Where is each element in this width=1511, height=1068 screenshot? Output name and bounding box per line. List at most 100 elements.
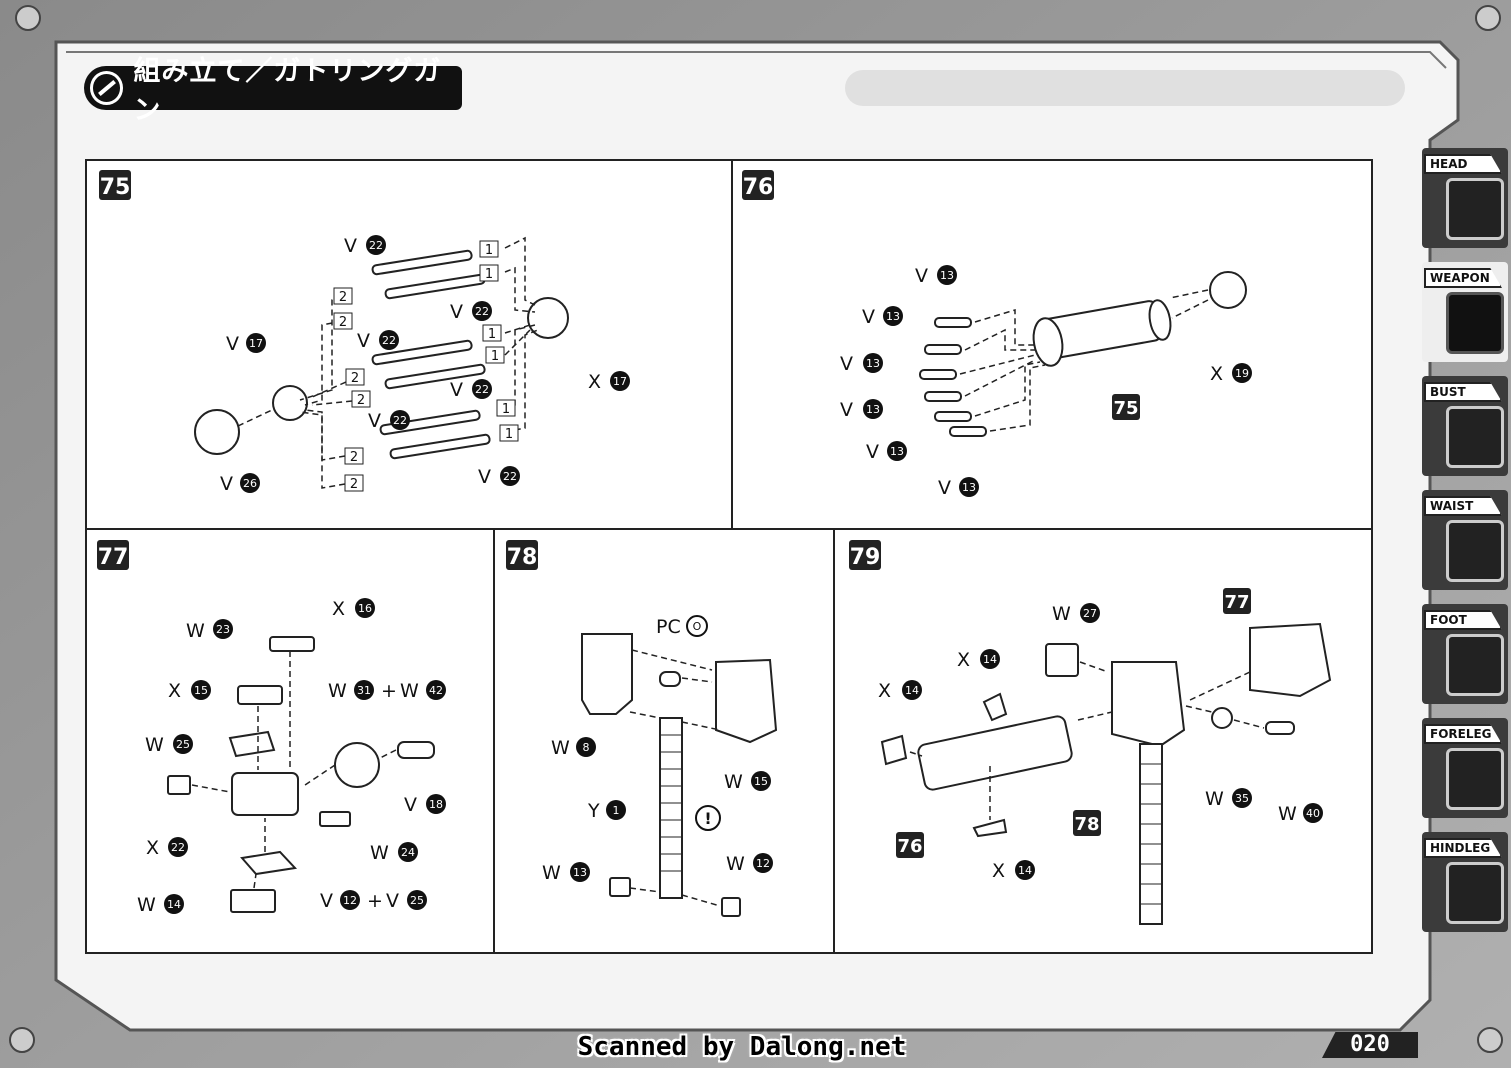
svg-text:W: W	[551, 737, 570, 759]
svg-text:22: 22	[369, 239, 383, 252]
svg-text:X: X	[168, 680, 181, 702]
svg-text:2: 2	[357, 393, 365, 408]
tab-weapon[interactable]: WEAPON	[1422, 262, 1508, 362]
svg-text:V: V	[862, 306, 875, 328]
svg-text:2: 2	[350, 477, 358, 492]
svg-text:22: 22	[503, 470, 517, 483]
step-78: 78 ! PC O W 8	[506, 540, 778, 917]
sidebar-nav: HEAD WEAPON BUST WAIST FOOT FORELEG HIND…	[1414, 142, 1511, 942]
svg-text:40: 40	[1306, 807, 1320, 820]
svg-text:V: V	[450, 301, 463, 323]
step-number: 75	[100, 175, 131, 200]
svg-text:V: V	[344, 235, 357, 257]
feed-unit-part	[1249, 622, 1332, 698]
svg-text:V: V	[226, 333, 239, 355]
svg-text:W: W	[726, 853, 745, 875]
bust-icon	[1446, 406, 1504, 468]
svg-text:V: V	[357, 330, 370, 352]
svg-text:13: 13	[940, 269, 954, 282]
tab-waist[interactable]: WAIST	[1422, 490, 1508, 590]
svg-text:V: V	[320, 890, 333, 912]
svg-text:13: 13	[890, 445, 904, 458]
svg-text:Y: Y	[587, 800, 600, 822]
svg-text:X: X	[588, 371, 601, 393]
svg-text:W: W	[1052, 603, 1071, 625]
step-77: 77 W 23 X 16 X 15	[97, 540, 446, 916]
svg-text:24: 24	[401, 846, 415, 859]
svg-text:O: O	[693, 620, 702, 633]
step-ref: 78	[1074, 814, 1099, 835]
svg-text:25: 25	[176, 738, 190, 751]
wrench-icon	[90, 71, 124, 105]
tab-label: WAIST	[1424, 496, 1502, 516]
svg-text:16: 16	[358, 602, 372, 615]
svg-text:12: 12	[343, 894, 357, 907]
svg-text:X: X	[1210, 363, 1223, 385]
corner-bolt-icon	[15, 5, 41, 31]
tab-foreleg[interactable]: FORELEG	[1422, 718, 1508, 818]
svg-text:V: V	[220, 473, 233, 495]
svg-text:V: V	[840, 399, 853, 421]
svg-text:X: X	[992, 860, 1005, 882]
svg-text:V: V	[368, 410, 381, 432]
svg-text:14: 14	[983, 653, 997, 666]
step-ref: 75	[1113, 398, 1138, 419]
svg-text:1: 1	[505, 427, 513, 442]
svg-text:22: 22	[475, 305, 489, 318]
barrel-end-part	[527, 297, 569, 339]
scan-credit: Scanned by Dalong.net	[577, 1032, 907, 1062]
step-number: 77	[98, 545, 129, 570]
corner-bolt-icon	[1477, 1027, 1503, 1053]
svg-text:V: V	[915, 265, 928, 287]
svg-text:17: 17	[249, 337, 263, 350]
svg-text:W: W	[370, 842, 389, 864]
tab-label: BUST	[1424, 382, 1502, 402]
barrel-plate-part	[194, 409, 240, 455]
svg-text:22: 22	[382, 334, 396, 347]
svg-text:14: 14	[905, 684, 919, 697]
svg-text:W: W	[1205, 788, 1224, 810]
feed-housing-left-part	[581, 633, 633, 715]
svg-text:1: 1	[491, 349, 499, 364]
svg-text:W: W	[724, 771, 743, 793]
svg-text:+: +	[381, 680, 397, 702]
step-ref: 77	[1224, 592, 1249, 613]
svg-text:PC: PC	[656, 616, 681, 638]
section-title-bar: 組み立て／ガトリングガン	[84, 56, 462, 126]
svg-text:1: 1	[485, 267, 493, 282]
svg-text:13: 13	[866, 357, 880, 370]
ammo-belt-part	[659, 717, 683, 899]
tab-hindleg[interactable]: HINDLEG	[1422, 832, 1508, 932]
svg-text:W: W	[542, 862, 561, 884]
tab-foot[interactable]: FOOT	[1422, 604, 1508, 704]
svg-text:2: 2	[339, 290, 347, 305]
svg-text:17: 17	[613, 375, 627, 388]
svg-text:W: W	[186, 620, 205, 642]
svg-text:13: 13	[866, 403, 880, 416]
svg-text:V: V	[938, 477, 951, 499]
svg-text:W: W	[1278, 803, 1297, 825]
svg-text:27: 27	[1083, 607, 1097, 620]
page-title: 組み立て／ガトリングガン	[133, 56, 442, 126]
step-ref: 76	[897, 836, 922, 857]
tab-bust[interactable]: BUST	[1422, 376, 1508, 476]
step-76: 76 75 V 13	[742, 170, 1252, 499]
barrel-assembly-part	[1032, 299, 1172, 367]
svg-text:X: X	[957, 649, 970, 671]
svg-text:22: 22	[475, 383, 489, 396]
svg-text:13: 13	[962, 481, 976, 494]
svg-text:V: V	[478, 466, 491, 488]
svg-text:1: 1	[502, 402, 510, 417]
tab-label: HEAD	[1424, 154, 1502, 174]
tab-label: FORELEG	[1424, 724, 1502, 744]
svg-text:25: 25	[410, 894, 424, 907]
gatling-barrel-part	[917, 715, 1073, 791]
svg-text:W: W	[137, 894, 156, 916]
svg-text:X: X	[878, 680, 891, 702]
tab-head[interactable]: HEAD	[1422, 148, 1508, 248]
tab-label: HINDLEG	[1424, 838, 1502, 858]
svg-text:2: 2	[351, 371, 359, 386]
foot-icon	[1446, 634, 1504, 696]
svg-text:42: 42	[429, 684, 443, 697]
